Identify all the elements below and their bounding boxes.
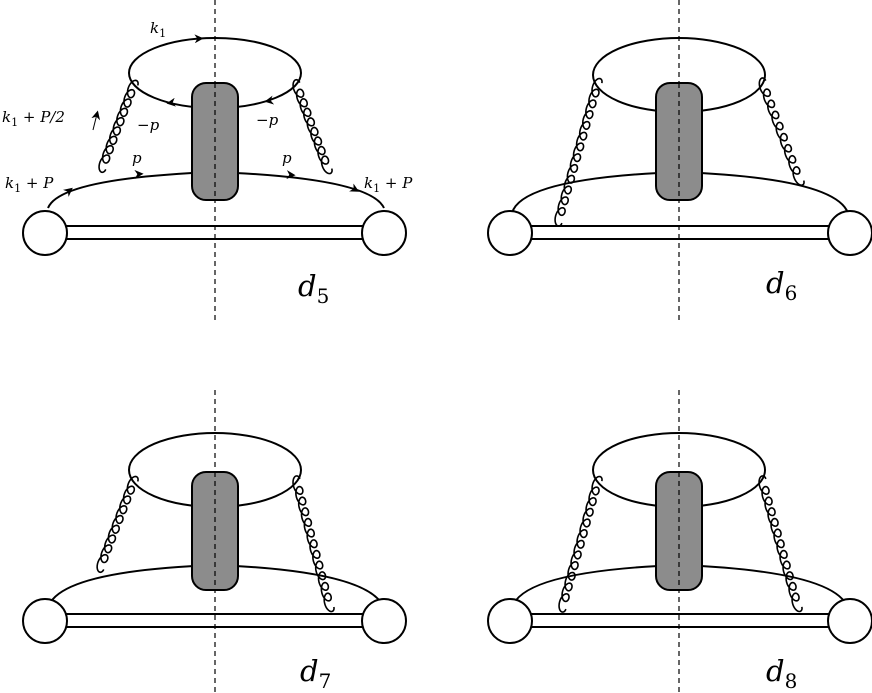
caption-d5: d5 — [298, 269, 329, 308]
label-minus-p-right: −p — [256, 111, 279, 129]
diagram-d7: d7 — [22, 390, 407, 693]
right-vertex-blob — [827, 210, 872, 256]
caption-d7: d7 — [300, 654, 331, 693]
right-gluon — [292, 78, 333, 175]
label-minus-p-left: −p — [137, 116, 160, 134]
arrow-p-left — [134, 169, 144, 179]
right-gluon — [292, 475, 335, 613]
left-vertex-blob — [22, 210, 68, 256]
arrow-p-right — [286, 170, 296, 180]
diagram-d5: k1 k1 + P/2 −p −p p p k1 + P k1 + P d5 — [2, 0, 413, 320]
right-vertex-blob — [361, 210, 407, 256]
right-vertex-blob — [827, 598, 872, 644]
right-vertex-blob — [361, 598, 407, 644]
left-vertex-blob — [22, 598, 68, 644]
diagram-d6: d6 — [487, 0, 872, 320]
arrow-minus-p-left — [166, 97, 177, 107]
left-gluon — [96, 475, 139, 574]
label-p-right: p — [282, 149, 292, 167]
left-vertex-blob — [487, 210, 533, 256]
label-out-quark: k1 + P — [364, 174, 413, 195]
label-p-left: p — [132, 149, 142, 167]
label-in-quark: k1 + P — [5, 174, 54, 195]
left-gluon — [98, 79, 139, 174]
right-gluon — [758, 475, 803, 613]
caption-d8: d8 — [766, 654, 797, 693]
left-vertex-blob — [487, 598, 533, 644]
caption-d6: d6 — [766, 266, 797, 305]
diagram-d8: d8 — [487, 390, 872, 693]
left-gluon — [558, 475, 603, 613]
label-top-loop: k1 — [150, 19, 166, 40]
label-gluon-momentum: k1 + P/2 — [2, 108, 65, 129]
left-gluon — [554, 77, 603, 227]
right-gluon — [758, 77, 805, 187]
arrow-gluon-momentum — [91, 110, 101, 131]
